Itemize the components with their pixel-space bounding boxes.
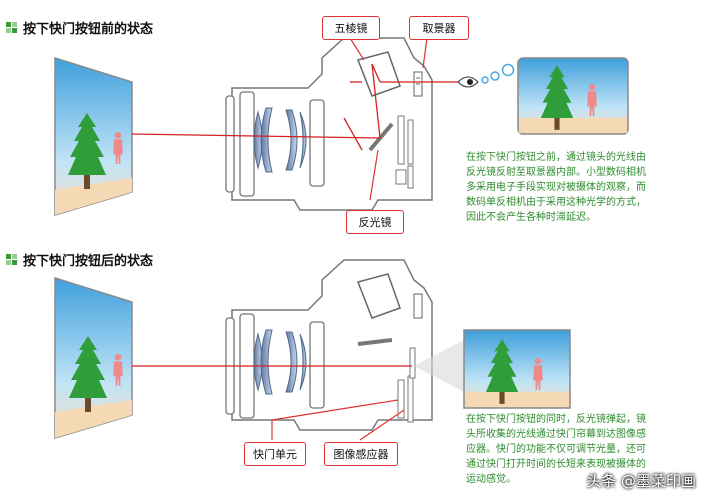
after-heading: 按下快门按钮后的状态	[6, 250, 153, 269]
description-line: 因此不会产生各种时滞延迟。	[466, 212, 596, 223]
description-line: 通过快门打开时间的长短来表现被摄体的	[466, 459, 646, 470]
description-line: 多采用电子手段实现对被摄体的观察，而	[466, 182, 646, 193]
before-camera-body	[225, 37, 433, 211]
before-callout-leaders	[349, 37, 428, 201]
before-eye-and-view	[457, 57, 629, 135]
after-sensor-view	[414, 329, 571, 409]
description-line: 在按下快门按钮的同时，反光镜弹起，镜	[466, 414, 646, 425]
description-line: 头所收集的光线通过快门帘幕到达图像感	[466, 429, 646, 440]
before-heading-text: 按下快门按钮前的状态	[23, 22, 154, 37]
watermark: 头条 @墨菜印画	[586, 472, 696, 490]
viewfinder-label: 取景器	[409, 16, 469, 40]
image-sensor-label: 图像感应器	[324, 442, 398, 466]
after-heading-text: 按下快门按钮后的状态	[23, 254, 154, 269]
pentaprism-label: 五棱镜	[322, 16, 380, 40]
reflex-mirror-label: 反光镜	[346, 210, 404, 234]
description-line: 反光镜反射至取景器内部。小型数码相机	[466, 167, 646, 178]
description-line: 运动感觉。	[466, 474, 516, 485]
description-line: 数码单反相机由于采用这种光学的方式，	[466, 197, 646, 208]
green-squares-icon	[6, 22, 17, 33]
after-description: 在按下快门按钮的同时，反光镜弹起，镜 头所收集的光线通过快门帘幕到达图像感 应器…	[466, 412, 646, 487]
description-line: 在按下快门按钮之前，通过镜头的光线由	[466, 152, 646, 163]
before-light-path	[131, 63, 458, 151]
after-subject-panel	[54, 276, 133, 440]
after-camera-body	[225, 259, 433, 431]
before-description: 在按下快门按钮之前，通过镜头的光线由 反光镜反射至取景器内部。小型数码相机 多采…	[466, 150, 646, 225]
before-heading: 按下快门按钮前的状态	[6, 18, 153, 37]
shutter-unit-label: 快门单元	[244, 442, 306, 466]
green-squares-icon	[6, 254, 17, 265]
before-subject-panel	[54, 56, 133, 217]
description-line: 应器。快门的功能不仅可调节光量，还可	[466, 444, 646, 455]
after-callout-leaders	[271, 399, 405, 441]
